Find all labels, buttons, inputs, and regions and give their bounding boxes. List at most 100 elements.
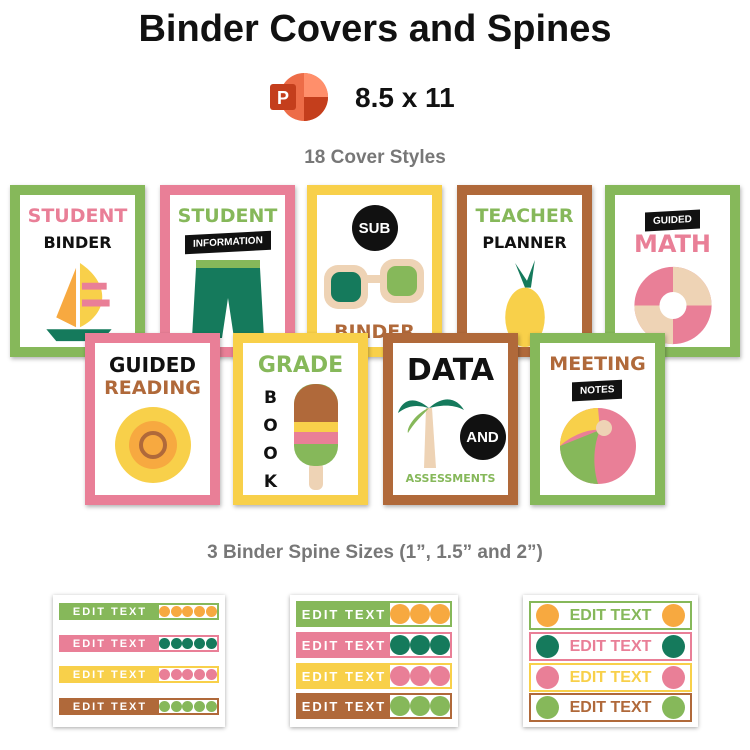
spine-edit-text[interactable]: EDIT TEXT [298, 603, 390, 625]
cover-title: READING [104, 377, 201, 399]
cover-guided-math: GUIDED MATH [605, 185, 740, 357]
spine-label-row[interactable]: EDIT TEXT [59, 698, 219, 715]
ice-cream-icon [194, 669, 206, 680]
spine-label-row[interactable]: EDIT TEXT [59, 666, 219, 683]
cover-subtitle: BOOK [260, 388, 281, 500]
cover-title: MEETING [549, 353, 646, 375]
cover-teacher-planner: TEACHER PLANNER [457, 185, 592, 357]
page-size: 8.5 x 11 [355, 82, 455, 113]
spine-1-5-inch: EDIT TEXT EDIT TEXT EDIT TEXT EDIT TEXT [290, 595, 458, 727]
beach-ball-icon [182, 701, 194, 712]
palm-tree-icon [410, 635, 430, 655]
palm-tree-icon [182, 638, 194, 649]
cover-grade-book: GRADE BOOK [233, 333, 368, 505]
spine-edit-text[interactable]: EDIT TEXT [298, 665, 390, 687]
spine-edit-text[interactable]: EDIT TEXT [61, 637, 159, 650]
sun-icon [661, 604, 685, 627]
spine-edit-text[interactable]: EDIT TEXT [61, 605, 159, 618]
cover-title: STUDENT [177, 205, 278, 227]
palm-tree-icon [170, 638, 182, 649]
spine-label-row[interactable]: EDIT TEXT [529, 632, 692, 661]
ice-cream-icon [390, 666, 410, 686]
palm-tree-icon [661, 635, 685, 658]
cover-subtitle: DATA [406, 353, 495, 388]
spine-edit-text[interactable]: EDIT TEXT [298, 634, 390, 656]
beach-ball-icon [410, 696, 430, 716]
spine-label-row[interactable]: EDIT TEXT [59, 635, 219, 652]
sunglasses-icon [324, 259, 424, 309]
spine-1-inch: EDIT TEXT EDIT TEXT EDIT TEXT EDIT TEXT [53, 595, 225, 727]
spine-edit-text[interactable]: EDIT TEXT [569, 606, 652, 624]
life-ring-icon [633, 266, 712, 345]
spine-edit-text[interactable]: EDIT TEXT [569, 637, 652, 655]
spine-label-row[interactable]: EDIT TEXT [59, 603, 219, 620]
sun-icon [390, 604, 410, 624]
spines-heading: 3 Binder Spine Sizes (1”, 1.5” and 2”) [207, 542, 543, 563]
cover-title: GRADE [257, 353, 344, 378]
powerpoint-icon: P [270, 73, 328, 121]
sun-icon [194, 606, 206, 617]
spine-label-row[interactable]: EDIT TEXT [296, 601, 452, 627]
covers-heading: 18 Cover Styles [304, 147, 446, 168]
spine-edit-text[interactable]: EDIT TEXT [569, 698, 652, 716]
ice-cream-icon [170, 669, 182, 680]
ice-cream-icon [536, 666, 560, 689]
spine-edit-text[interactable]: EDIT TEXT [298, 695, 390, 717]
ice-cream-icon [159, 669, 171, 680]
ice-cream-icon [410, 666, 430, 686]
sun-icon [410, 604, 430, 624]
cover-title: TEACHER [475, 205, 574, 227]
spine-edit-text[interactable]: EDIT TEXT [61, 700, 159, 713]
ice-cream-icon [205, 669, 217, 680]
ice-cream-icon [430, 666, 450, 686]
beach-ball-icon [661, 696, 685, 719]
spine-edit-text[interactable]: EDIT TEXT [569, 668, 652, 686]
swim-shorts-icon [191, 260, 264, 338]
cover-subtitle: BINDER [43, 233, 112, 252]
palm-tree-icon [194, 638, 206, 649]
sun-icon [159, 606, 171, 617]
spine-label-row[interactable]: EDIT TEXT [529, 663, 692, 692]
spine-2-inch: EDIT TEXT EDIT TEXT EDIT TEXT EDIT TEXT [523, 595, 698, 727]
cover-circle-label: AND [459, 414, 506, 460]
popsicle-icon [293, 384, 338, 490]
beach-ball-icon [205, 701, 217, 712]
palm-tree-icon [205, 638, 217, 649]
beach-ball-icon [430, 696, 450, 716]
cover-banner: GUIDED [645, 209, 700, 232]
ice-cream-icon [182, 669, 194, 680]
spine-label-row[interactable]: EDIT TEXT [529, 601, 692, 630]
beach-ball-icon [536, 696, 560, 719]
sun-icon [114, 407, 191, 483]
cover-title: STUDENT [27, 205, 128, 227]
palm-tree-icon [430, 635, 450, 655]
pineapple-icon [504, 259, 545, 347]
spine-label-row[interactable]: EDIT TEXT [296, 663, 452, 689]
cover-student-binder: STUDENT BINDER [10, 185, 145, 357]
cover-banner: NOTES [572, 379, 623, 402]
ice-cream-icon [661, 666, 685, 689]
palm-tree-icon [397, 399, 464, 468]
sun-icon [205, 606, 217, 617]
cover-title: ASSESSMENTS [405, 472, 496, 485]
svg-text:P: P [277, 88, 289, 108]
cover-data-assessments: DATA AND ASSESSMENTS [383, 333, 518, 505]
spine-edit-text[interactable]: EDIT TEXT [61, 668, 159, 681]
cover-title: MATH [633, 230, 712, 258]
cover-banner: INFORMATION [184, 230, 271, 255]
cover-subtitle: GUIDED [109, 353, 196, 377]
cover-guided-reading: GUIDED READING [85, 333, 220, 505]
spine-label-row[interactable]: EDIT TEXT [296, 632, 452, 658]
cover-sub-binder: SUB BINDER [307, 185, 442, 357]
spine-label-row[interactable]: EDIT TEXT [529, 693, 692, 722]
beach-ball-icon [390, 696, 410, 716]
palm-tree-icon [390, 635, 410, 655]
cover-meeting-notes: MEETING NOTES [530, 333, 665, 505]
spine-label-row[interactable]: EDIT TEXT [296, 693, 452, 719]
beach-ball-icon [559, 408, 636, 484]
cover-student-information: STUDENT INFORMATION [160, 185, 295, 357]
beach-ball-icon [170, 701, 182, 712]
sun-icon [536, 604, 560, 627]
beach-ball-icon [194, 701, 206, 712]
sun-icon [430, 604, 450, 624]
